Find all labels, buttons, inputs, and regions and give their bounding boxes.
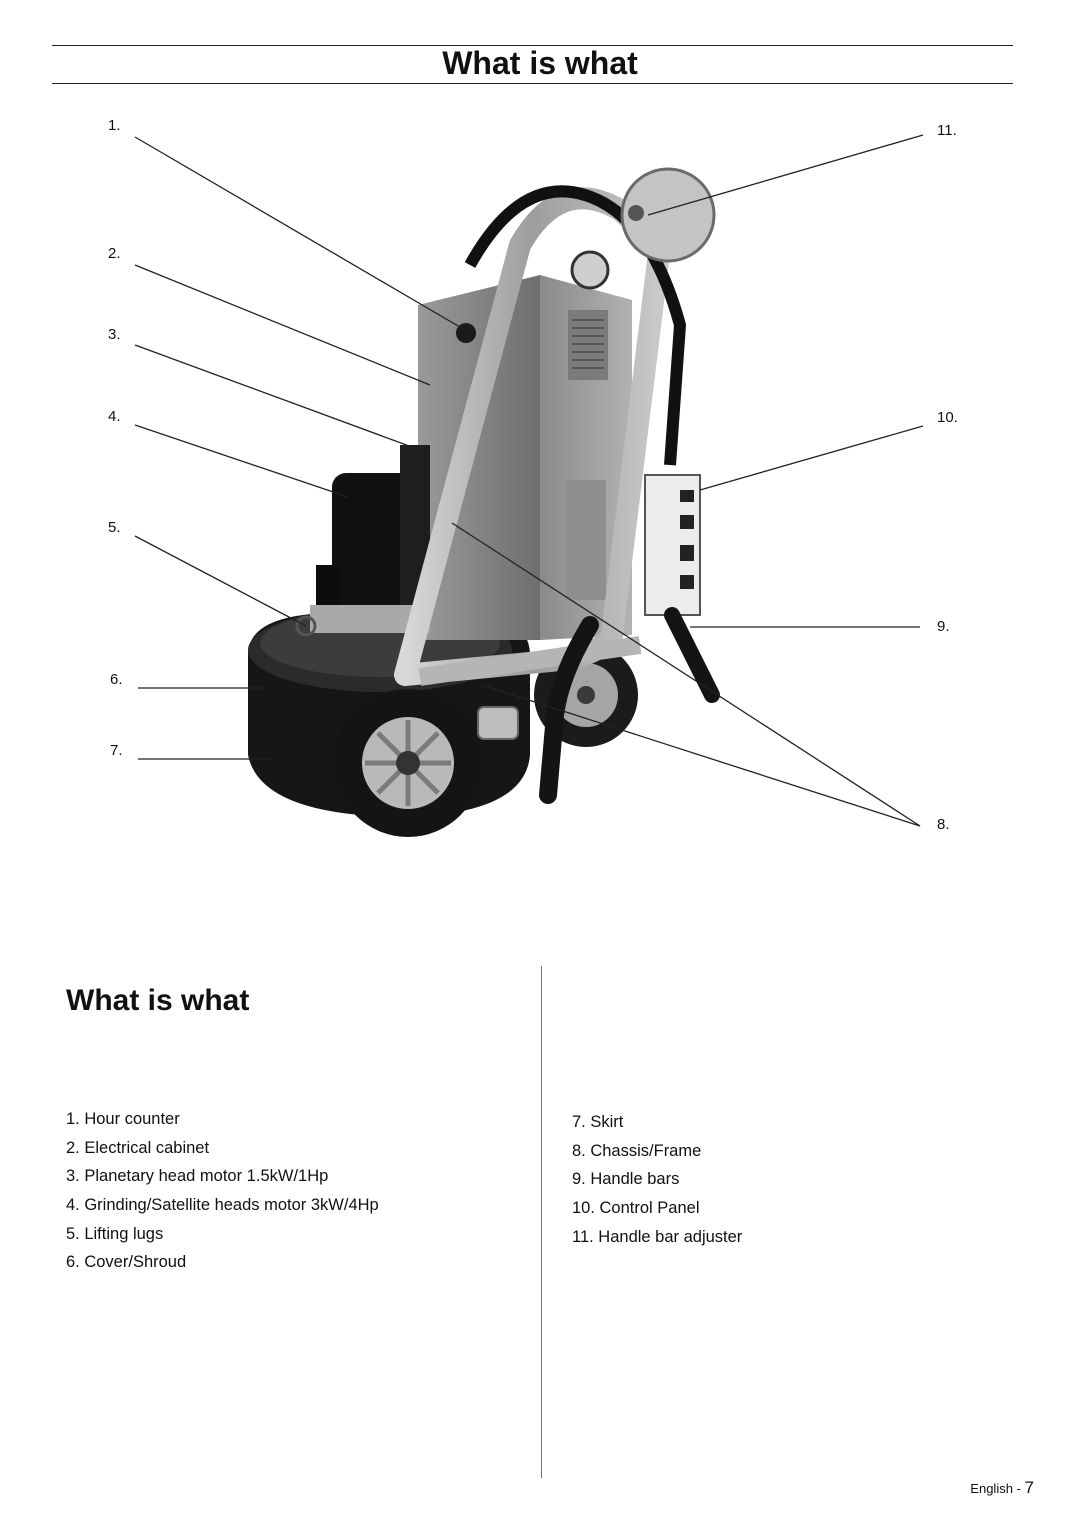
- callout-4: 4.: [108, 408, 121, 425]
- list-item: 6. Cover/Shroud: [66, 1253, 187, 1272]
- callout-6: 6.: [110, 671, 123, 688]
- top-rule: [52, 45, 1013, 46]
- callout-11: 11.: [937, 122, 957, 139]
- callout-1: 1.: [108, 117, 121, 134]
- parts-list-left: 1. Hour counter 2. Electrical cabinet 3.…: [66, 1105, 379, 1277]
- machine-diagram: 1. 2. 3. 4. 5. 6. 7. 8. 9. 10. 11.: [0, 95, 1080, 875]
- callout-8: 8.: [937, 816, 950, 833]
- callout-5: 5.: [108, 519, 121, 536]
- page-footer: English - 7: [970, 1478, 1034, 1498]
- callout-9: 9.: [937, 618, 950, 635]
- footer-separator: -: [1016, 1481, 1021, 1496]
- list-item: 3. Planetary head motor 1.5kW/1Hp: [66, 1167, 329, 1186]
- page-number: 7: [1024, 1478, 1034, 1497]
- list-item: 10. Control Panel: [572, 1199, 700, 1218]
- machine-body: [248, 167, 720, 837]
- list-item: 7. Skirt: [572, 1113, 624, 1131]
- leader-lines: [134, 134, 924, 827]
- list-item: 2. Electrical cabinet: [66, 1138, 210, 1157]
- callout-3: 3.: [108, 326, 121, 343]
- column-divider: [541, 966, 542, 1478]
- list-item: 4. Grinding/Satellite heads motor 3kW/4H…: [66, 1196, 379, 1215]
- parts-list-right: 7. Skirt 8. Chassis/Frame 9. Handle bars…: [572, 1108, 742, 1251]
- page-title: What is what: [442, 45, 638, 81]
- list-item: 5. Lifting lugs: [66, 1224, 164, 1243]
- list-item: 8. Chassis/Frame: [572, 1141, 702, 1160]
- callout-7: 7.: [110, 742, 123, 759]
- callout-2: 2.: [108, 245, 121, 262]
- footer-language: English: [970, 1481, 1013, 1496]
- floor-grinder-illustration: [134, 134, 924, 837]
- section-title: What is what: [66, 984, 250, 1017]
- list-item: 9. Handle bars: [572, 1170, 680, 1189]
- callout-10: 10.: [937, 409, 958, 426]
- title-underline-rule: [52, 83, 1013, 84]
- list-item: 11. Handle bar adjuster: [572, 1227, 743, 1246]
- list-item: 1. Hour counter: [66, 1110, 180, 1128]
